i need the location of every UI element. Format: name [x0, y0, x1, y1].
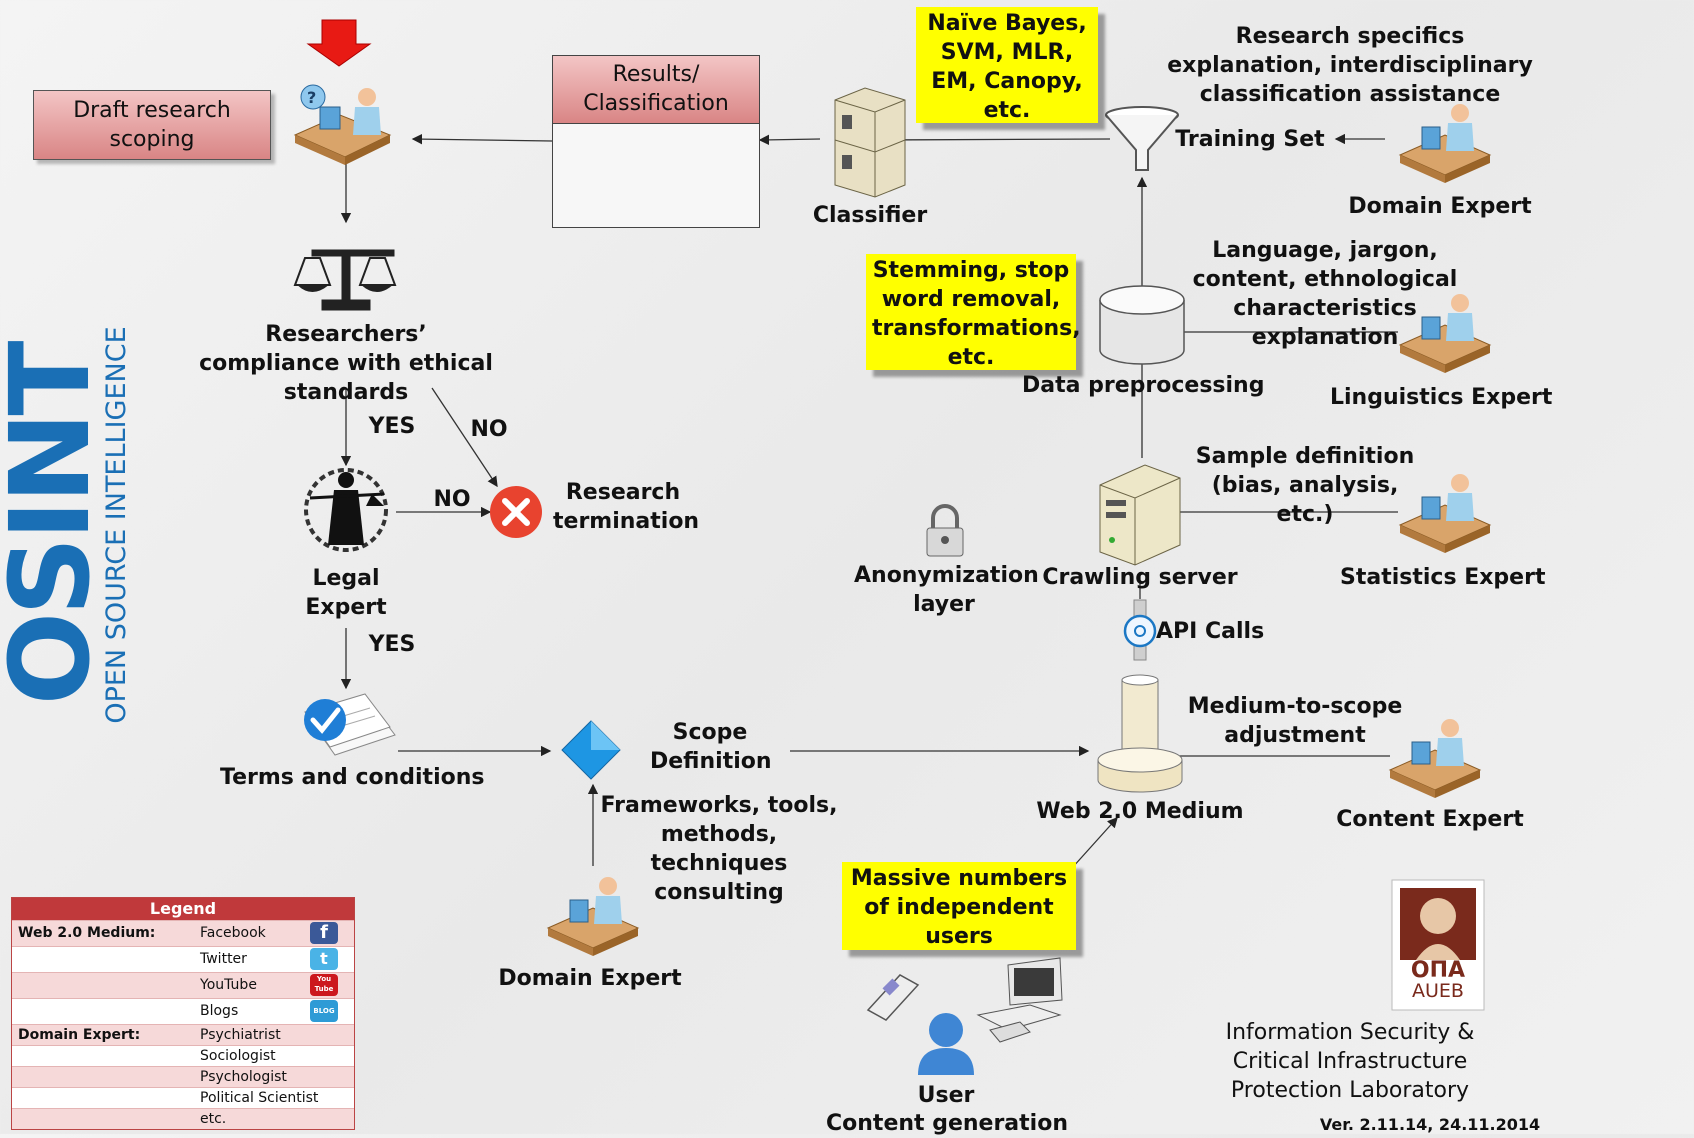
legend-key	[12, 1088, 200, 1108]
legend-title: Legend	[12, 898, 354, 920]
legend-key	[12, 999, 200, 1024]
version-label: Ver. 2.11.14, 24.11.2014	[1319, 1115, 1541, 1134]
web-medium-label: Web 2.0 Medium	[1036, 799, 1244, 824]
algorithms-note: Naïve Bayes, SVM, MLR, EM, Canopy, etc.	[916, 7, 1098, 123]
content-expert-label: Content Expert	[1336, 807, 1524, 832]
scope-definition-label: Scope Definition	[650, 720, 772, 774]
database-icon	[1099, 285, 1185, 365]
content-generation-label: Content generation	[826, 1111, 1068, 1136]
statistics-expert-icon	[1398, 474, 1492, 553]
legend-row: etc.	[12, 1108, 354, 1129]
legend-value: Psychologist	[200, 1069, 287, 1085]
research-specifics-label: Research specifics explanation, interdis…	[1167, 24, 1533, 107]
terms-label: Terms and conditions	[220, 765, 485, 790]
domain-expert-bottom-label: Domain Expert	[498, 966, 682, 991]
legend-row: Political Scientist	[12, 1087, 354, 1108]
draft-research-scoping-box: Draft research scoping	[33, 90, 271, 160]
anonymization-label: Anonymization layer	[854, 563, 1039, 617]
legend-value: Psychiatrist	[200, 1027, 281, 1043]
draft-research-scoping-text: Draft research scoping	[73, 98, 231, 152]
youtube-icon: You Tube	[310, 974, 338, 996]
yes-label-1: YES	[368, 414, 416, 439]
crawling-server-icon	[1099, 464, 1181, 566]
compliance-label: Researchers’ compliance with ethical sta…	[199, 322, 493, 405]
blog-icon: BLOG	[310, 1000, 338, 1022]
legend-value: YouTube	[200, 977, 257, 993]
computer-icon	[976, 957, 1063, 1043]
domain-expert-top-label: Domain Expert	[1348, 194, 1532, 219]
scope-diamond-icon	[561, 720, 621, 780]
no-label-1: NO	[470, 417, 508, 442]
legend-row: Twitter t	[12, 946, 354, 972]
padlock-icon	[926, 504, 964, 557]
user-person-icon	[918, 1013, 974, 1075]
yes-label-2: YES	[368, 632, 416, 657]
aueb-text: AUEB	[1412, 980, 1464, 1002]
legend-key	[12, 947, 200, 972]
statistics-expert-label: Statistics Expert	[1340, 565, 1546, 590]
legal-expert-label: Legal Expert	[305, 566, 387, 620]
svg-text:?: ?	[307, 88, 316, 107]
data-preprocessing-label: Data preprocessing	[1022, 373, 1265, 398]
research-termination-label: Research termination	[553, 480, 700, 534]
legend-key: Web 2.0 Medium:	[18, 925, 156, 941]
legend: Legend Web 2.0 Medium: Facebook f Twitte…	[11, 897, 355, 1130]
classifier-server-icon	[834, 87, 906, 198]
linguistics-expert-label: Linguistics Expert	[1330, 385, 1553, 410]
preprocessing-note: Stemming, stop word removal, transformat…	[866, 254, 1081, 370]
no-label-2: NO	[433, 487, 471, 512]
sample-definition-label: Sample definition (bias, analysis, etc.)	[1195, 444, 1415, 527]
frameworks-label: Frameworks, tools, methods, techniques c…	[600, 793, 838, 905]
user-label: User	[917, 1083, 975, 1108]
legend-value: etc.	[200, 1111, 227, 1127]
legend-row: YouTube You Tube	[12, 972, 354, 998]
legend-key: Domain Expert:	[18, 1027, 141, 1043]
terms-document-icon	[304, 693, 396, 756]
aueb-logo	[1391, 879, 1485, 1011]
results-classification-header: Results/ Classification	[553, 56, 759, 124]
twitter-icon: t	[310, 948, 338, 970]
legend-row: Domain Expert: Psychiatrist	[12, 1024, 354, 1045]
training-funnel-icon	[1105, 106, 1179, 171]
legend-key	[12, 973, 200, 998]
ethics-scales-icon	[293, 249, 397, 311]
legal-expert-icon	[304, 468, 388, 552]
language-label: Language, jargon, content, ethnological …	[1192, 238, 1458, 350]
content-expert-icon	[1388, 719, 1482, 798]
legend-value: Political Scientist	[200, 1090, 319, 1106]
legend-key	[12, 1109, 200, 1129]
researcher-desk-icon: ?	[293, 84, 392, 165]
linguistics-expert-icon	[1398, 294, 1492, 373]
results-classification-box: Results/ Classification	[552, 55, 760, 228]
aueb-greek-text: ΟΠΑ	[1410, 958, 1466, 983]
legend-key	[12, 1067, 200, 1087]
users-note: Massive numbers of independent users	[842, 862, 1076, 950]
legend-row: Psychologist	[12, 1066, 354, 1087]
api-calls-icon	[1123, 599, 1157, 661]
legend-key	[12, 1046, 200, 1066]
legend-row: Blogs BLOG	[12, 998, 354, 1024]
legend-value: Blogs	[200, 1003, 239, 1019]
legend-row: Web 2.0 Medium: Facebook f	[12, 920, 354, 946]
api-calls-label: API Calls	[1156, 619, 1265, 644]
domain-expert-top-icon	[1398, 104, 1492, 183]
termination-icon	[490, 486, 542, 538]
mobile-phone-icon	[866, 974, 920, 1021]
facebook-icon: f	[310, 922, 338, 944]
legend-row: Sociologist	[12, 1045, 354, 1066]
lab-name: Information Security & Critical Infrastr…	[1225, 1020, 1475, 1103]
web-medium-icon	[1097, 674, 1183, 793]
start-arrow-icon	[306, 19, 372, 67]
legend-value: Twitter	[200, 951, 247, 967]
training-set-label: Training Set	[1175, 127, 1325, 152]
medium-scope-label: Medium-to-scope adjustment	[1187, 694, 1403, 748]
legend-value: Sociologist	[200, 1048, 276, 1064]
crawling-server-label: Crawling server	[1042, 565, 1238, 590]
legend-value: Facebook	[200, 925, 266, 941]
domain-expert-bottom-icon	[546, 877, 640, 956]
classifier-label: Classifier	[812, 203, 928, 228]
